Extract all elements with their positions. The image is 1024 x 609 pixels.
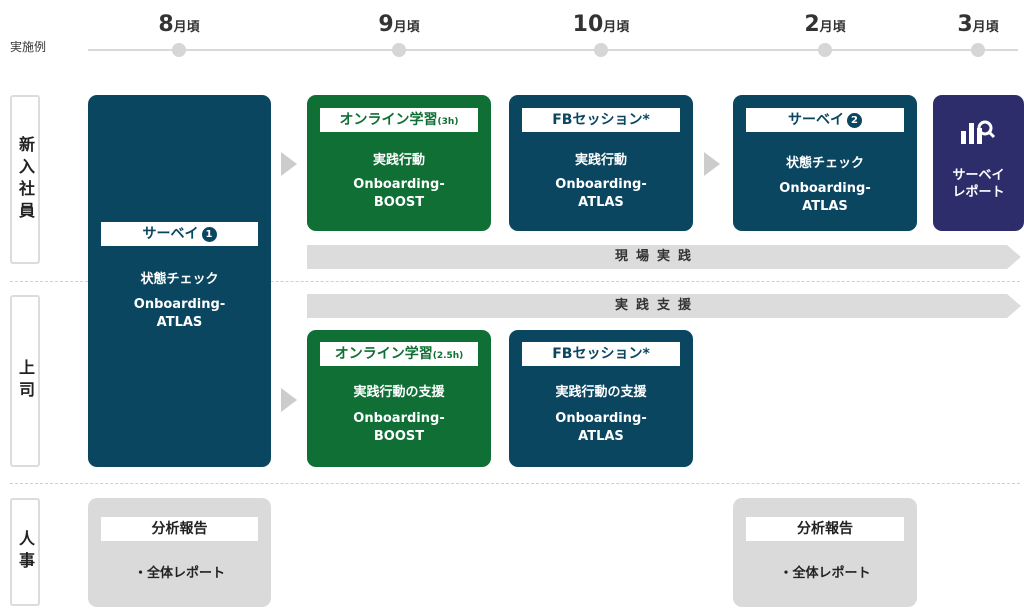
band-practice-support: 実践支援 <box>307 294 1007 318</box>
card-line: ATLAS <box>578 429 624 444</box>
card-line: ATLAS <box>802 199 848 214</box>
card-tag: FBセッション* <box>522 108 680 132</box>
row-separator <box>10 281 1020 282</box>
card-line: ATLAS <box>156 315 203 330</box>
card-tag: オンライン学習(3h) <box>320 108 478 132</box>
timeline-dot <box>971 43 985 57</box>
card-tag: オンライン学習(2.5h) <box>320 342 478 366</box>
card-survey-report[interactable]: サーベイ レポート <box>933 95 1024 231</box>
card-line: BOOST <box>373 429 425 444</box>
card-hr-report-1[interactable]: 分析報告 ・全体レポート <box>88 498 271 607</box>
card-tag: FBセッション* <box>522 342 680 366</box>
row-label-hr: 人事 <box>10 498 40 606</box>
row-label-new-hire: 新入社員 <box>10 95 40 264</box>
card-line: 状態チェック <box>785 156 864 171</box>
card-line: 実践行動 <box>574 153 627 168</box>
band-arrow-tip <box>1007 294 1021 318</box>
chevron-right-icon <box>281 388 297 412</box>
card-tag: 分析報告 <box>101 517 258 541</box>
card-tag: 分析報告 <box>746 517 904 541</box>
number-badge: 1 <box>201 227 217 242</box>
card-line: Onboarding- <box>555 177 647 192</box>
card-online-learning-new-hire[interactable]: オンライン学習(3h) 実践行動 Onboarding- BOOST <box>307 95 491 231</box>
band-label: 現場実践 <box>614 249 699 264</box>
chevron-right-icon <box>704 152 720 176</box>
timeline-month-mar: 3月頃 <box>957 12 999 37</box>
card-line: 実践行動 <box>372 153 425 168</box>
card-line: ・全体レポート <box>133 566 225 581</box>
card-line: Onboarding- <box>353 411 445 426</box>
card-line: レポート <box>952 185 1005 200</box>
card-line: 実践行動の支援 <box>353 385 445 400</box>
card-line: Onboarding- <box>133 297 226 312</box>
card-line: ATLAS <box>578 195 624 210</box>
row-separator <box>10 483 1020 484</box>
card-line: サーベイ <box>952 168 1005 183</box>
timeline-dot <box>172 43 186 57</box>
card-line: 状態チェック <box>140 272 219 287</box>
card-fb-session-manager[interactable]: FBセッション* 実践行動の支援 Onboarding- ATLAS <box>509 330 693 467</box>
number-badge: 2 <box>847 113 862 128</box>
band-arrow-tip <box>1007 245 1021 269</box>
card-line: 実践行動の支援 <box>555 385 647 400</box>
timeline-label: 実施例 <box>10 40 47 54</box>
chevron-right-icon <box>281 152 297 176</box>
timeline-line <box>88 49 1018 51</box>
card-hr-report-2[interactable]: 分析報告 ・全体レポート <box>733 498 917 607</box>
band-field-practice: 現場実践 <box>307 245 1007 269</box>
card-line: Onboarding- <box>353 177 445 192</box>
card-line: ・全体レポート <box>779 566 871 581</box>
timeline-dot <box>392 43 406 57</box>
timeline-dot <box>818 43 832 57</box>
timeline-month-oct: 10月頃 <box>572 12 630 37</box>
card-fb-session-new-hire[interactable]: FBセッション* 実践行動 Onboarding- ATLAS <box>509 95 693 231</box>
row-label-manager: 上司 <box>10 295 40 467</box>
timeline-dot <box>594 43 608 57</box>
chart-search-icon <box>961 120 996 144</box>
timeline-month-feb: 2月頃 <box>804 12 846 37</box>
timeline-month-sep: 9月頃 <box>378 12 420 37</box>
card-line: BOOST <box>373 195 425 210</box>
card-line: Onboarding- <box>779 181 871 196</box>
card-line: Onboarding- <box>555 411 647 426</box>
timeline-month-aug: 8月頃 <box>158 12 200 37</box>
card-online-learning-manager[interactable]: オンライン学習(2.5h) 実践行動の支援 Onboarding- BOOST <box>307 330 491 467</box>
band-label: 実践支援 <box>614 298 699 313</box>
